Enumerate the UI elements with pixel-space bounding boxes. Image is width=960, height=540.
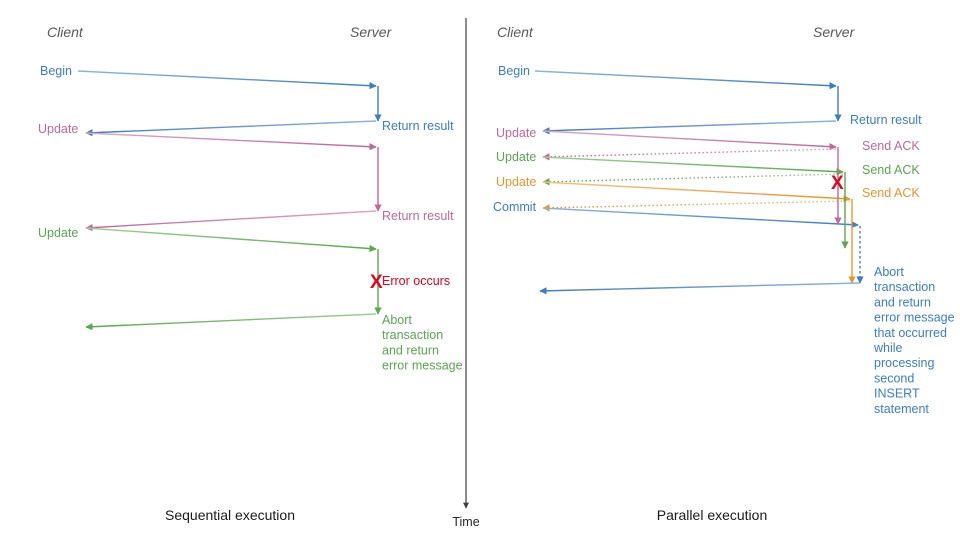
panel-caption-sequential: Sequential execution — [165, 507, 295, 523]
note-line: while — [873, 341, 903, 355]
panel-caption-parallel: Parallel execution — [657, 507, 768, 523]
lane-title-server: Server — [813, 24, 856, 40]
message-label-update2-ack: Send ACK — [862, 163, 920, 177]
lane-title-client: Client — [47, 24, 84, 40]
note-line: second — [874, 371, 914, 385]
message-line-update1-ack — [542, 148, 837, 161]
message-label-update1-ack: Send ACK — [862, 139, 920, 153]
message-line-commit-request — [542, 207, 859, 229]
message-line-begin-request — [534, 70, 837, 90]
message-label-update3-request: Update — [496, 175, 536, 189]
message-label-begin-response: Return result — [382, 119, 454, 133]
note-line: and return — [874, 295, 931, 309]
message-line-abort-response — [85, 313, 377, 331]
message-line-update3-request — [542, 181, 851, 203]
message-line-begin-request — [77, 70, 377, 90]
note-line: transaction — [382, 328, 443, 342]
note-line: processing — [874, 356, 934, 370]
message-label-update1-request: Update — [496, 126, 536, 140]
message-line-update3-ack — [542, 200, 851, 212]
lane-title-server: Server — [350, 24, 393, 40]
message-label-begin-request: Begin — [40, 64, 72, 78]
message-line-abort-response — [539, 282, 861, 295]
note-line: that occurred — [874, 326, 947, 340]
message-line-update1-request — [85, 132, 377, 151]
lane-title-client: Client — [497, 24, 534, 40]
message-line-update1-response — [85, 210, 377, 232]
message-line-update2-request — [542, 156, 844, 176]
note-line: INSERT — [874, 387, 920, 401]
error-x-icon: X — [831, 173, 844, 194]
message-label-update1-response: Return result — [382, 209, 454, 223]
message-line-update2-ack — [542, 173, 844, 186]
message-label-update2-request: Update — [496, 150, 536, 164]
message-label-commit-request: Commit — [493, 200, 537, 214]
message-line-update1-request — [542, 130, 837, 151]
message-line-begin-response — [542, 120, 837, 135]
note-line: error message — [382, 359, 463, 373]
time-axis-label: Time — [452, 515, 479, 529]
message-label-update2-request: Update — [38, 226, 78, 240]
note-line: error message — [874, 311, 955, 325]
message-line-update2-request — [85, 227, 377, 253]
error-x-icon: X — [370, 272, 383, 293]
message-label-update1-request: Update — [38, 122, 78, 136]
note-line: Abort — [382, 313, 412, 327]
note-line: transaction — [874, 280, 935, 294]
message-line-begin-response — [85, 120, 377, 137]
message-label-begin-response: Return result — [850, 113, 922, 127]
error-label: Error occurs — [382, 274, 450, 288]
note-line: Abort — [874, 265, 904, 279]
message-label-update3-ack: Send ACK — [862, 186, 920, 200]
message-label-begin-request: Begin — [498, 64, 530, 78]
note-line: and return — [382, 343, 439, 357]
note-line: statement — [874, 402, 929, 416]
